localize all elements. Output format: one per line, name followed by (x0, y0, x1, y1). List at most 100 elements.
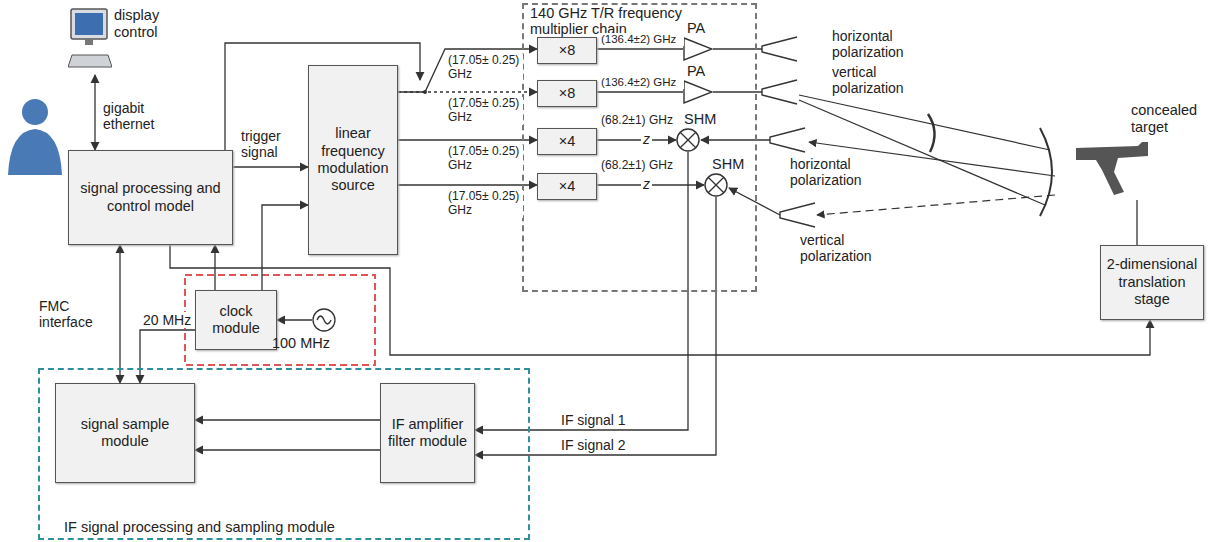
process-box: signal sample module (55, 383, 195, 483)
node-label: concealed target (1131, 102, 1203, 137)
triangle (684, 38, 712, 60)
node-label: ×4 (559, 178, 576, 195)
mixer-circle (704, 173, 728, 197)
node-label: ×8 (559, 42, 576, 59)
node-label: SHM (712, 156, 744, 173)
node-label: display control (114, 7, 190, 42)
mixer-symbol: SHM (676, 128, 700, 152)
mixer-circle (676, 128, 700, 152)
node-label: ×4 (559, 133, 576, 150)
edge-label: (136.4±2) GHz (600, 76, 684, 89)
node-label: IF signal processing and sampling module (64, 519, 335, 536)
connector (475, 197, 716, 455)
connector (597, 139, 676, 140)
node-label: PA (687, 20, 705, 37)
region-box: IF signal processing and sampling module… (38, 368, 530, 540)
edge-label: 20 MHz (142, 312, 194, 328)
edge-label: (17.05± 0.25) GHz (447, 145, 523, 173)
connector (170, 245, 1150, 355)
amplifier-symbol (683, 80, 713, 104)
keyboard (68, 55, 112, 67)
mixer-symbol: SHM (704, 173, 728, 197)
node-label: 100 MHz (272, 335, 330, 352)
antenna-label: horizontal polarization (790, 156, 890, 188)
monitor (71, 9, 107, 39)
edge-label: (17.05± 0.25) GHz (447, 54, 523, 82)
circle (677, 129, 699, 151)
horn-antenna (762, 37, 815, 227)
node-label: signal processing and control model (72, 180, 229, 215)
isolator-symbol: z (641, 131, 652, 147)
connector (398, 49, 537, 92)
connector (140, 330, 195, 383)
rx-line (701, 140, 780, 215)
connector (119, 245, 120, 383)
beam-rays (799, 95, 1055, 216)
amplifier-triangle: PA (683, 80, 713, 104)
amplifier-triangle: PA (683, 37, 713, 61)
computer-icon (68, 5, 112, 75)
target-icon: concealed target (1068, 100, 1205, 200)
circle (705, 174, 727, 196)
antenna-label: vertical polarization (832, 64, 942, 96)
node-label: linear frequency modulation source (312, 125, 394, 195)
connector (398, 139, 537, 140)
gun (1076, 142, 1148, 195)
region-box: 140 GHz T/R frequency multiplier chain ×8… (522, 3, 757, 292)
edge-label: IF signal 1 (560, 412, 652, 428)
amplifier-symbol (683, 37, 713, 61)
stand (85, 39, 93, 45)
process-box: IF amplifier filter module (380, 383, 475, 483)
edge-label: (68.2±1) GHz (600, 114, 682, 128)
antenna-label: vertical polarization (800, 232, 900, 264)
connector (262, 205, 308, 290)
connector (277, 319, 312, 320)
process-box: signal processing and control model (68, 150, 233, 245)
circle (313, 309, 335, 331)
edge-label: (17.05± 0.25) GHz (447, 190, 523, 218)
node-label: clock module (199, 303, 273, 338)
connector (1136, 200, 1137, 245)
edge-label: gigabit ethernet (102, 100, 179, 132)
process-box: 2-dimensional translation stage (1100, 245, 1204, 320)
edge-label: (17.05± 0.25) GHz (447, 97, 523, 125)
triangle (684, 81, 712, 103)
connector (233, 166, 308, 167)
edge-label: (68.2±1) GHz (600, 159, 682, 173)
node-label: SHM (684, 111, 716, 128)
process-box: ×8 (537, 37, 597, 64)
node-label: IF amplifier filter module (384, 416, 471, 451)
connector (195, 449, 380, 450)
connector (597, 48, 683, 49)
oscillator-symbol: 100 MHz (312, 308, 336, 332)
sine (317, 316, 331, 324)
connector (94, 75, 95, 150)
process-box: ×4 (537, 128, 597, 155)
edge-label: trigger signal (240, 128, 306, 160)
connector (195, 419, 380, 420)
process-box: ×8 (537, 80, 597, 107)
process-box: clock module (195, 290, 277, 350)
clock-region (185, 275, 375, 365)
screen (75, 13, 103, 35)
connector (398, 184, 537, 185)
pa-to-horn (713, 49, 762, 92)
isolator-symbol: z (641, 176, 652, 192)
process-box: linear frequency modulation source (308, 65, 398, 255)
antenna-label: horizontal polarization (832, 28, 942, 60)
computer-icon: display control (68, 5, 193, 75)
node-label: ×8 (559, 85, 576, 102)
process-box: ×4 (537, 173, 597, 200)
node-label: signal sample module (59, 416, 191, 451)
node-label: PA (687, 63, 705, 80)
edge-label: FMC interface (38, 298, 116, 330)
cross (680, 132, 696, 148)
user-icon (8, 99, 62, 175)
oscillator-circle (312, 308, 336, 332)
edge-label: IF signal 2 (560, 437, 652, 453)
node-label: 2-dimensional translation stage (1104, 256, 1200, 308)
cross (708, 177, 724, 193)
node-label: 140 GHz T/R frequency multiplier chain (530, 6, 700, 38)
connector (398, 91, 537, 92)
